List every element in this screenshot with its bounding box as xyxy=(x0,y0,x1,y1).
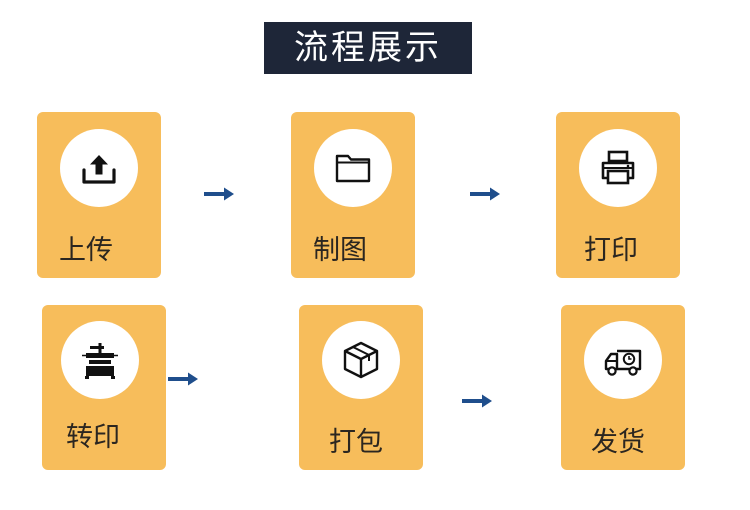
step-icon-circle xyxy=(314,129,392,207)
step-card-print: 打印 xyxy=(556,112,680,278)
step-label: 发货 xyxy=(591,427,645,458)
step-icon-circle xyxy=(322,321,400,399)
step-label: 打包 xyxy=(329,427,383,458)
step-card-transfer: 转印 xyxy=(42,305,166,470)
step-label: 制图 xyxy=(313,235,367,266)
step-icon-circle xyxy=(579,129,657,207)
page-title: 流程展示 xyxy=(264,22,472,74)
folder-icon xyxy=(335,154,371,183)
step-icon-circle xyxy=(61,321,139,399)
arrow-right-icon xyxy=(204,187,234,201)
step-card-design: 制图 xyxy=(291,112,415,278)
upload-icon xyxy=(82,155,116,184)
step-label: 上传 xyxy=(59,235,113,266)
step-card-ship: 发货 xyxy=(561,305,685,470)
delivery-truck-icon xyxy=(604,349,642,376)
package-box-icon xyxy=(343,341,379,379)
step-icon-circle xyxy=(584,321,662,399)
arrow-right-icon xyxy=(470,187,500,201)
printer-icon xyxy=(601,150,635,185)
step-icon-circle xyxy=(60,129,138,207)
step-card-upload: 上传 xyxy=(37,112,161,278)
step-label: 转印 xyxy=(66,422,120,453)
arrow-right-icon xyxy=(168,372,198,386)
step-label: 打印 xyxy=(584,235,638,266)
heat-press-icon xyxy=(82,343,118,379)
arrow-right-icon xyxy=(462,394,492,408)
step-card-pack: 打包 xyxy=(299,305,423,470)
